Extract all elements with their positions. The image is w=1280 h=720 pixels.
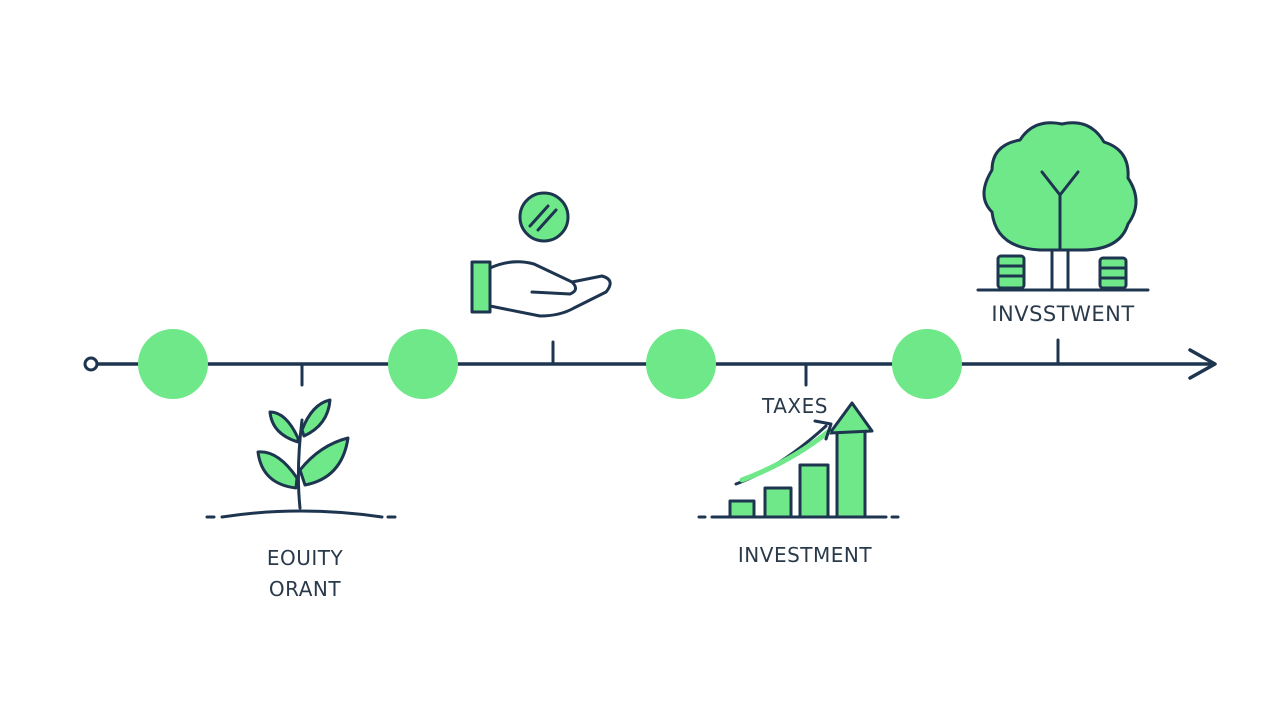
equity-label-line1: EOUITY (266, 546, 344, 570)
milestone-node-4 (892, 329, 962, 399)
growth-chart-icon (697, 401, 900, 519)
milestone-node-3 (646, 329, 716, 399)
timeline-arrowhead (1188, 348, 1217, 380)
coin-stack-left (996, 254, 1026, 290)
timeline-nodes (138, 329, 962, 399)
timeline-start-marker (83, 356, 99, 372)
coin-icon (518, 191, 570, 243)
milestone-node-1 (138, 329, 208, 399)
hand-coin-icon (470, 191, 612, 318)
coin-stack-right (1098, 256, 1128, 290)
tree-coins-icon (976, 121, 1150, 292)
taxes-label: TAXES (762, 394, 828, 418)
equity-grant-label: EOUITY ORANT (205, 543, 405, 605)
milestone-node-2 (388, 329, 458, 399)
timeline-ticks (300, 338, 1060, 387)
equity-label-line2: ORANT (268, 577, 342, 601)
investment-top-label: INVSSTWENT (991, 302, 1135, 326)
investment-label: INVESTMENT (737, 543, 873, 567)
sprout-icon (205, 398, 397, 519)
